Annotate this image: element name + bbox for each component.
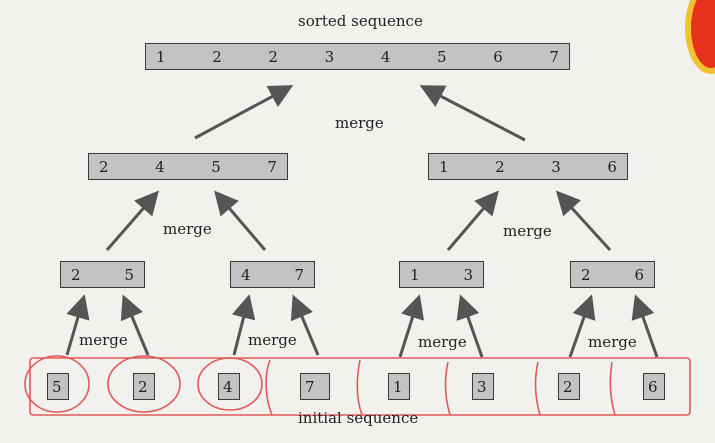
sequence-value: 4 bbox=[241, 265, 251, 284]
sequence-value: 2 bbox=[212, 47, 222, 66]
merge-label: merge bbox=[418, 333, 467, 351]
merge-arrows bbox=[65, 85, 659, 358]
merge-label: merge bbox=[503, 222, 552, 240]
sequence-value: 4 bbox=[155, 157, 165, 176]
sequence-value: 3 bbox=[551, 157, 561, 176]
sequence-value: 2 bbox=[71, 265, 81, 284]
initial-box: 2 bbox=[133, 373, 155, 400]
merge-arrow bbox=[214, 190, 267, 251]
merge-arrow bbox=[290, 294, 320, 356]
sequence-value: 2 bbox=[138, 377, 148, 396]
merge-arrow bbox=[120, 294, 150, 356]
sequence-value: 1 bbox=[156, 47, 166, 66]
half-box-left: 2 4 5 7 bbox=[88, 153, 288, 180]
sequence-value: 6 bbox=[607, 157, 617, 176]
merge-label: merge bbox=[163, 220, 212, 238]
sequence-value: 1 bbox=[439, 157, 449, 176]
merge-arrow bbox=[194, 85, 294, 140]
sequence-value: 2 bbox=[495, 157, 505, 176]
sequence-value: 3 bbox=[463, 265, 473, 284]
sorted-sequence-box: 1 2 2 3 4 5 6 7 bbox=[145, 43, 570, 70]
sequence-value: 4 bbox=[380, 47, 391, 66]
merge-arrow bbox=[446, 190, 499, 251]
initial-box: 5 bbox=[47, 373, 69, 400]
sequence-value: 6 bbox=[648, 377, 658, 396]
merge-arrow bbox=[105, 190, 159, 251]
merge-label: merge bbox=[588, 333, 637, 351]
red-annotation bbox=[24, 355, 691, 416]
merge-arrow bbox=[65, 294, 90, 356]
sequence-value: 6 bbox=[493, 47, 503, 66]
sequence-value: 7 bbox=[267, 157, 277, 176]
initial-sequence-caption: initial sequence bbox=[298, 409, 419, 427]
sequence-value: 5 bbox=[52, 377, 62, 396]
initial-box: 2 bbox=[558, 373, 580, 400]
sequence-value: 2 bbox=[99, 157, 109, 176]
sequence-value: 1 bbox=[393, 377, 403, 396]
sorted-sequence-caption: sorted sequence bbox=[298, 12, 423, 30]
merge-arrow bbox=[568, 294, 596, 358]
merge-label: merge bbox=[248, 331, 297, 349]
sequence-value: 7 bbox=[305, 377, 315, 396]
half-box-right: 1 2 3 6 bbox=[428, 153, 628, 180]
sequence-value: 6 bbox=[634, 265, 644, 284]
sequence-value: 7 bbox=[294, 265, 304, 284]
merge-arrow bbox=[419, 85, 526, 142]
initial-box: 1 bbox=[388, 373, 410, 400]
sequence-value: 1 bbox=[410, 265, 420, 284]
initial-box: 6 bbox=[643, 373, 665, 400]
merge-arrow bbox=[398, 294, 425, 358]
sequence-value: 3 bbox=[477, 377, 487, 396]
initial-box: 3 bbox=[472, 373, 494, 400]
sequence-value: 7 bbox=[549, 47, 559, 66]
sequence-value: 5 bbox=[437, 47, 447, 66]
merge-arrow bbox=[231, 294, 256, 356]
sequence-value: 4 bbox=[223, 377, 233, 396]
sequence-value: 2 bbox=[581, 265, 591, 284]
sequence-value: 5 bbox=[124, 265, 134, 284]
merge-arrow bbox=[631, 294, 659, 358]
merge-label: merge bbox=[79, 331, 128, 349]
merge-arrow bbox=[555, 190, 612, 252]
initial-box: 4 bbox=[218, 373, 240, 400]
sequence-value: 2 bbox=[268, 47, 278, 66]
sequence-value: 2 bbox=[563, 377, 573, 396]
sequence-value: 5 bbox=[211, 157, 221, 176]
merge-label: merge bbox=[335, 114, 384, 132]
merge-arrow bbox=[456, 294, 484, 358]
initial-box: 7 bbox=[300, 373, 330, 400]
sequence-value: 3 bbox=[324, 47, 335, 66]
